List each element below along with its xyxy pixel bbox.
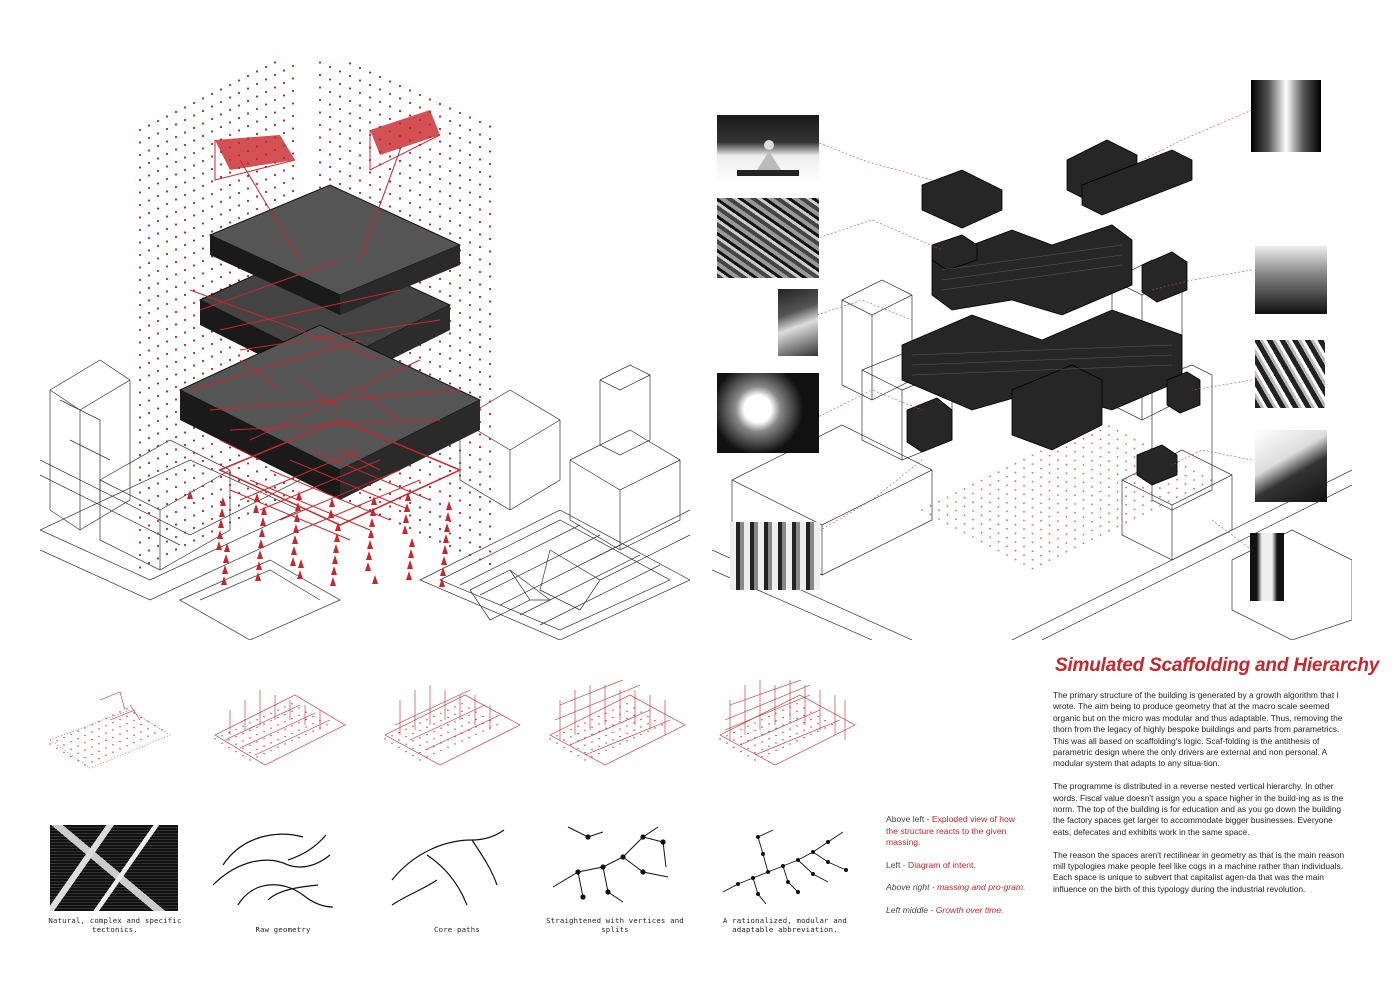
natural-tectonics-photo (50, 825, 178, 911)
intent-diagram-core-paths (391, 829, 505, 906)
intent-label-rationalized: A rationalized, modular and adaptable ab… (722, 916, 847, 934)
red-scaffolding-network (189, 130, 462, 541)
intent-diagram-raw-geometry (212, 833, 334, 908)
photo-classroom (730, 522, 820, 590)
photo-meditation (717, 115, 819, 183)
photo-workshop (717, 373, 819, 453)
caption-above-left: Above left - Exploded view of how the st… (886, 814, 1015, 847)
page-title: Simulated Scaffolding and Hierarchy (1055, 655, 1380, 676)
photo-factory-floor (1255, 340, 1325, 408)
growth-stage-2 (214, 690, 346, 766)
photo-corridor (1251, 80, 1321, 152)
caption-left: Left - Diagram of intent. (886, 859, 976, 870)
caption-left-middle: Left middle - Growth over time. (886, 904, 1004, 915)
photo-gallery (1255, 246, 1327, 314)
growth-dot-bases (49, 703, 833, 766)
intent-label-straightened: Straightened with vertices and splits (546, 916, 684, 934)
growth-stage-3 (384, 685, 521, 766)
figure-captions: Above left - Exploded view of how the st… (886, 814, 1026, 927)
intent-label-raw: Raw geometry (255, 925, 311, 934)
exploded-structure-drawing (40, 60, 690, 640)
intent-label-core: Core paths (434, 925, 480, 934)
photo-worker (778, 289, 818, 356)
photo-crowd (717, 198, 819, 278)
intent-label-natural: Natural, complex and specific tectonics. (48, 916, 182, 934)
growth-stage-1 (49, 691, 171, 769)
black-massing (901, 139, 1201, 486)
intent-diagram-rationalized (722, 829, 848, 905)
essay-paragraph-3: The reason the spaces aren't rectilinear… (1053, 849, 1345, 894)
growth-stage-5 (719, 680, 856, 766)
essay-paragraph-2: The programme is distributed in a revers… (1053, 781, 1344, 837)
intent-diagram-straightened (552, 826, 669, 903)
photo-booth (1250, 533, 1284, 601)
growth-over-time-sequence (49, 680, 856, 769)
growth-stage-4 (549, 680, 686, 766)
red-cone-footings (187, 490, 452, 587)
black-massing-hatch (911, 244, 1173, 376)
massing-tiers (178, 110, 482, 500)
essay-paragraph-1: The primary structure of the building is… (1053, 690, 1343, 769)
essay-text: The primary structure of the building is… (1053, 690, 1345, 907)
photo-production-line (1255, 430, 1327, 502)
massing-program-drawing (712, 109, 1352, 640)
caption-above-right: Above right - massing and pro-gram. (886, 882, 1026, 892)
dashed-leader-lines (801, 109, 1253, 551)
